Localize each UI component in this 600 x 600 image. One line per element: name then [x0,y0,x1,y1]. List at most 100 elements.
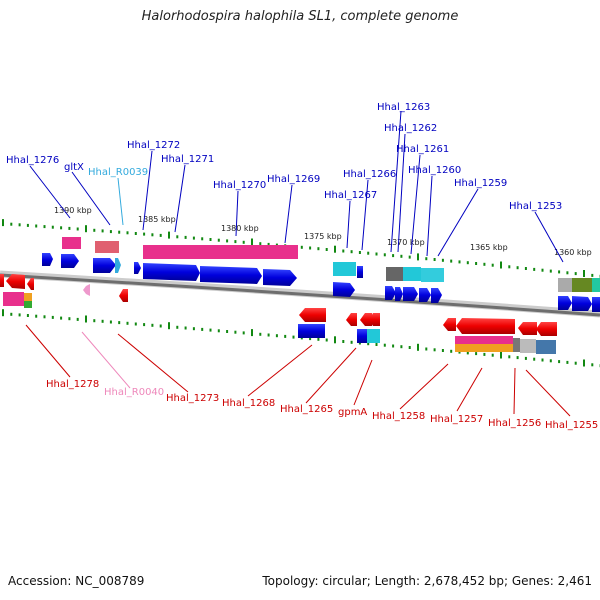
tick-dot [408,346,411,349]
tick-dot [143,323,146,327]
tick-dot [109,320,112,324]
tick-dot [300,245,303,249]
tick-dot [10,312,13,316]
tick-dot [85,225,87,233]
tick-dot [433,258,436,261]
cog-bar [143,245,298,259]
tick-dot [583,359,585,367]
gene-label: Hhal_1266 [343,169,396,180]
leader-lines-bottom [25,324,571,417]
forward-gene-arrow [143,263,200,281]
scale-label: 1370 kbp [387,238,425,247]
forward-gene-arrow [395,287,403,301]
tick-dot [284,334,287,338]
gene-label: Hhal_1257 [430,414,483,425]
tick-dot [392,254,395,258]
tick-dot [500,351,502,359]
tick-dot [358,251,361,254]
tick-dot [234,330,237,334]
tick-dot [259,242,262,246]
gene-label: Hhal_1273 [166,393,219,404]
forward-gene-arrow [263,269,297,286]
forward-gene-arrow [42,253,53,266]
tick-dot [417,343,419,351]
map-title: Halorhodospira halophila SL1, complete g… [141,9,459,24]
tick-dot [383,253,386,257]
tick-dot [392,344,395,348]
tick-dot [533,267,536,271]
tick-dot [574,361,577,365]
tick-dot [51,225,54,229]
reverse-gene-arrow [119,289,128,302]
tick-dot [126,231,129,235]
forward-gene-arrow [431,288,442,303]
tick-dot [10,222,13,226]
tick-dot [309,246,312,250]
tick-dot [209,238,212,241]
tick-dot [367,342,370,346]
tick-dot [201,237,204,241]
cog-bar [357,329,367,343]
cog-bar [3,292,24,306]
tick-dot [26,223,29,227]
top-gene-labels: Hhal_1276 gltX Hhal_R0039 Hhal_1272 Hhal… [6,102,562,212]
forward-gene-arrow [134,262,141,274]
cog-bar [513,338,520,352]
reverse-genes [0,274,557,336]
tick-dot [475,352,478,356]
tick-dot [334,336,336,344]
tick-dot [383,343,386,347]
cog-bar [558,278,572,292]
tick-dot [18,313,21,317]
gene-label: Hhal_1263 [377,102,430,113]
tick-dot [184,235,187,239]
tick-dot [51,315,54,319]
tick-dot [93,228,96,232]
tick-dot [159,233,162,237]
gene-label: gltX [64,162,84,173]
tick-dot [325,248,328,251]
tick-dot [60,316,63,320]
tick-dot [217,238,220,242]
tick-dot [226,239,229,243]
cog-bars-upper [62,237,600,292]
gene-label: Hhal_1258 [372,411,425,422]
tick-dot [466,351,469,355]
cog-bar [455,344,513,352]
tick-dot [317,247,320,251]
tick-dot [342,249,345,253]
tick-dot [251,238,253,246]
forward-gene-arrow [419,288,431,302]
tick-dot [234,240,237,244]
cog-bar [386,267,403,281]
tick-dot [126,321,129,325]
tick-dot [168,322,170,330]
tick-dot [101,229,104,233]
forward-gene-arrow [385,286,396,300]
tick-dot [533,357,536,361]
scale-label: 1380 kbp [221,224,259,233]
tick-dot [524,267,527,270]
cog-bar [367,329,380,343]
cog-bar [95,241,119,253]
tick-dot [591,363,594,367]
cog-bar [24,293,32,301]
tick-dot [475,262,478,265]
tick-dot [450,349,453,353]
tick-dot [259,332,262,336]
tick-dot [441,258,444,262]
gene-label: Hhal_1259 [454,178,507,189]
forward-gene-arrow [572,296,592,311]
tick-dot [558,360,561,364]
gene-label: Hhal_1255 [545,420,598,431]
gene-label: Hhal_1260 [408,165,461,176]
tick-dot [483,262,486,266]
tick-dot [342,340,345,343]
tick-dot [375,252,378,256]
tick-dot [425,257,428,261]
tick-dot [68,317,71,321]
tick-dot [2,309,4,317]
accession-text: Accession: NC_008789 [8,574,145,588]
cog-bar [403,267,421,281]
